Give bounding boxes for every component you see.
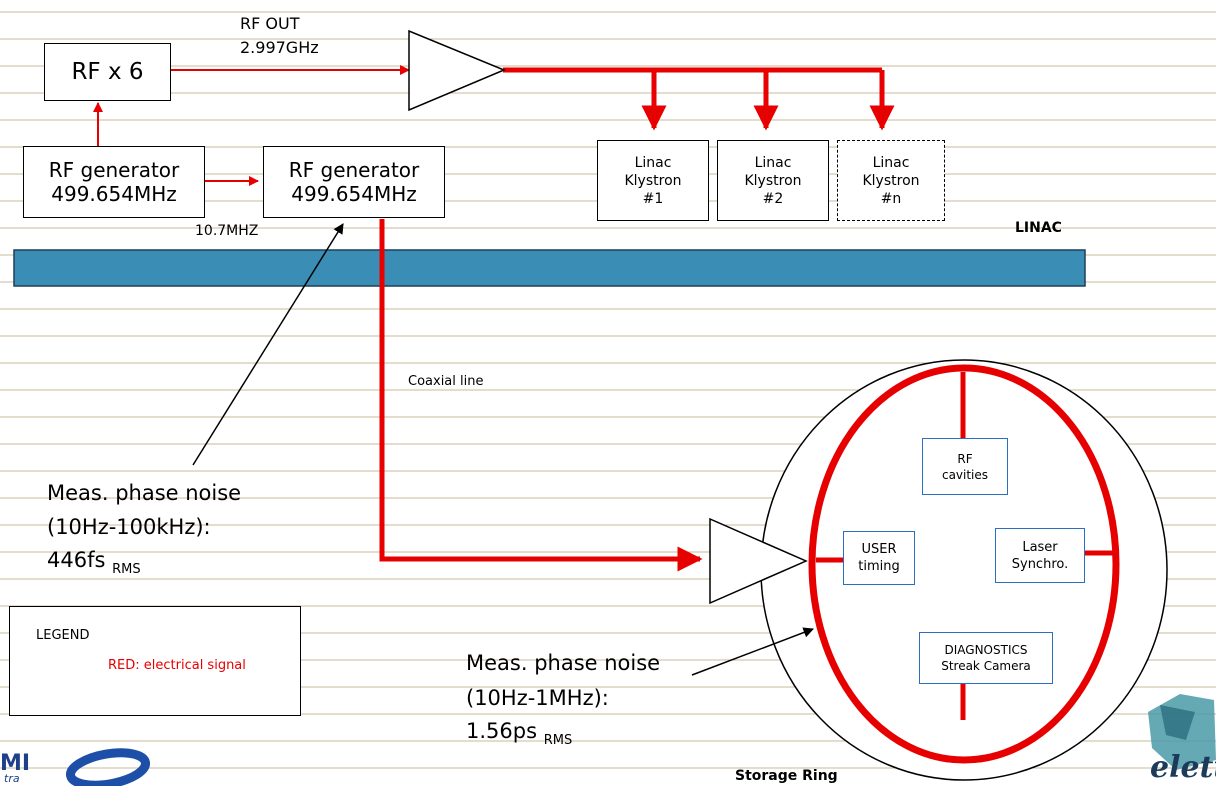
phase-noise-2-line2: (10Hz-1MHz):	[466, 686, 609, 710]
user-timing-line1: USER	[861, 542, 897, 557]
phase-noise-1-value: 446fs	[47, 548, 106, 572]
klystron-1-line2: Klystron	[624, 172, 682, 189]
klystron-2-line3: #2	[762, 190, 784, 207]
linac-label: LINAC	[1015, 220, 1062, 236]
coaxial-line-label: Coaxial line	[408, 374, 484, 389]
diagnostics-line2: Streak Camera	[941, 659, 1031, 673]
phase-noise-1-value-line: 446fs RMS	[47, 547, 141, 583]
user-timing-box: USER timing	[843, 531, 915, 585]
rf-cavities-line1: RF	[957, 451, 973, 466]
phase-noise-1-unit: RMS	[112, 562, 141, 577]
klystron-1-line3: #1	[642, 190, 664, 207]
rf-generator-2-name: RF generator	[288, 158, 420, 182]
left-logo-subtext: tra	[4, 772, 20, 785]
klystron-2-line1: Linac	[754, 154, 792, 171]
laser-synchro-line1: Laser	[1022, 539, 1058, 555]
storage-ring-label: Storage Ring	[735, 768, 838, 784]
klystron-1-box: Linac Klystron #1	[597, 140, 709, 221]
laser-synchro-box: Laser Synchro.	[995, 528, 1085, 583]
rf-generator-1-name: RF generator	[48, 158, 180, 182]
rf-cavities-box: RF cavities	[922, 438, 1008, 495]
rf-generator-1-box: RF generator 499.654MHz	[23, 146, 205, 218]
legend-entry: RED: electrical signal	[108, 658, 246, 673]
diagnostics-box: DIAGNOSTICS Streak Camera	[919, 632, 1053, 684]
phase-noise-2-unit: RMS	[543, 733, 573, 748]
storage-ring-signal-loop	[808, 364, 1120, 764]
phase-noise-1-line1: Meas. phase noise	[47, 481, 242, 505]
phase-noise-2-line1: Meas. phase noise	[466, 651, 661, 675]
elettra-left-logo	[65, 748, 151, 786]
electrical-signal-paths	[93, 65, 1116, 720]
klystron-2-box: Linac Klystron #2	[717, 140, 829, 221]
elettra-right-logo	[1148, 694, 1216, 770]
rf-generator-2-frequency: 499.654MHz	[291, 182, 417, 206]
legend-title: LEGEND	[36, 628, 90, 643]
right-logo-text: elett	[1150, 750, 1216, 785]
klystron-n-line2: Klystron	[862, 172, 920, 189]
rf-generator-1-frequency: 499.654MHz	[51, 182, 177, 206]
amplifier-linac	[408, 29, 506, 112]
phase-noise-2-value-line: 1.56ps RMS	[466, 718, 572, 754]
legend-box: LEGEND RED: electrical signal	[9, 606, 301, 716]
rf-x6-box: RF x 6	[44, 43, 171, 101]
klystron-2-line2: Klystron	[744, 172, 802, 189]
rf-generator-2-box: RF generator 499.654MHz	[263, 146, 445, 218]
link-frequency-label: 10.7MHZ	[195, 223, 259, 239]
rf-out-title: RF OUT	[240, 14, 300, 33]
phase-noise-1-line2: (10Hz-100kHz):	[47, 515, 211, 539]
rf-out-frequency: 2.997GHz	[240, 38, 319, 57]
klystron-n-line1: Linac	[872, 154, 910, 171]
phase-noise-2-value: 1.56ps	[466, 719, 538, 743]
diagnostics-line1: DIAGNOSTICS	[944, 643, 1028, 657]
phase-noise-arrow-2	[691, 627, 814, 676]
left-logo-text: MI	[0, 751, 31, 776]
klystron-1-line1: Linac	[634, 154, 672, 171]
rf-cavities-line2: cavities	[941, 467, 989, 482]
laser-synchro-line2: Synchro.	[1011, 556, 1069, 572]
klystron-n-box: Linac Klystron #n	[837, 140, 945, 221]
klystron-n-line3: #n	[880, 190, 902, 207]
rf-x6-label: RF x 6	[71, 59, 144, 85]
phase-noise-arrow-1	[192, 223, 344, 466]
linac-bar	[13, 249, 1086, 287]
user-timing-line2: timing	[858, 559, 900, 574]
amplifier-storage-ring	[709, 517, 808, 605]
